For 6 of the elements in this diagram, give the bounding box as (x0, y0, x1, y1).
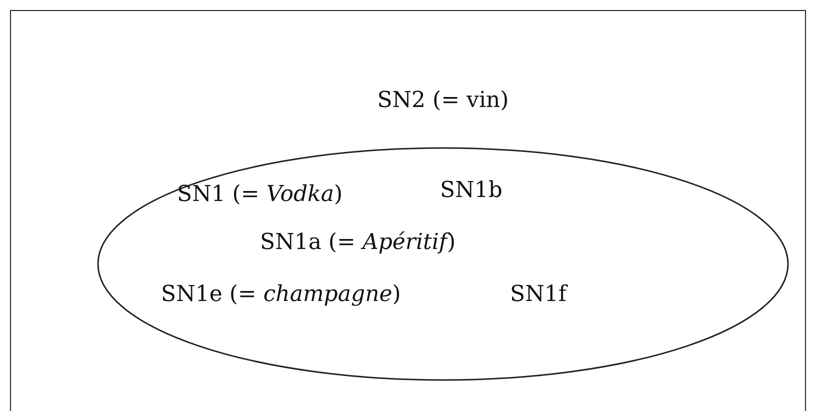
set-member-label: SN1e (= champagne) (161, 282, 401, 308)
set-member-label: SN1 (= Vodka) (177, 182, 343, 208)
set-member-label: SN1f (510, 282, 566, 308)
set-label: SN2 (= vin) (377, 88, 509, 114)
set-member-label: SN1a (= Apéritif) (260, 230, 456, 256)
set-member-label: SN1b (440, 178, 502, 204)
